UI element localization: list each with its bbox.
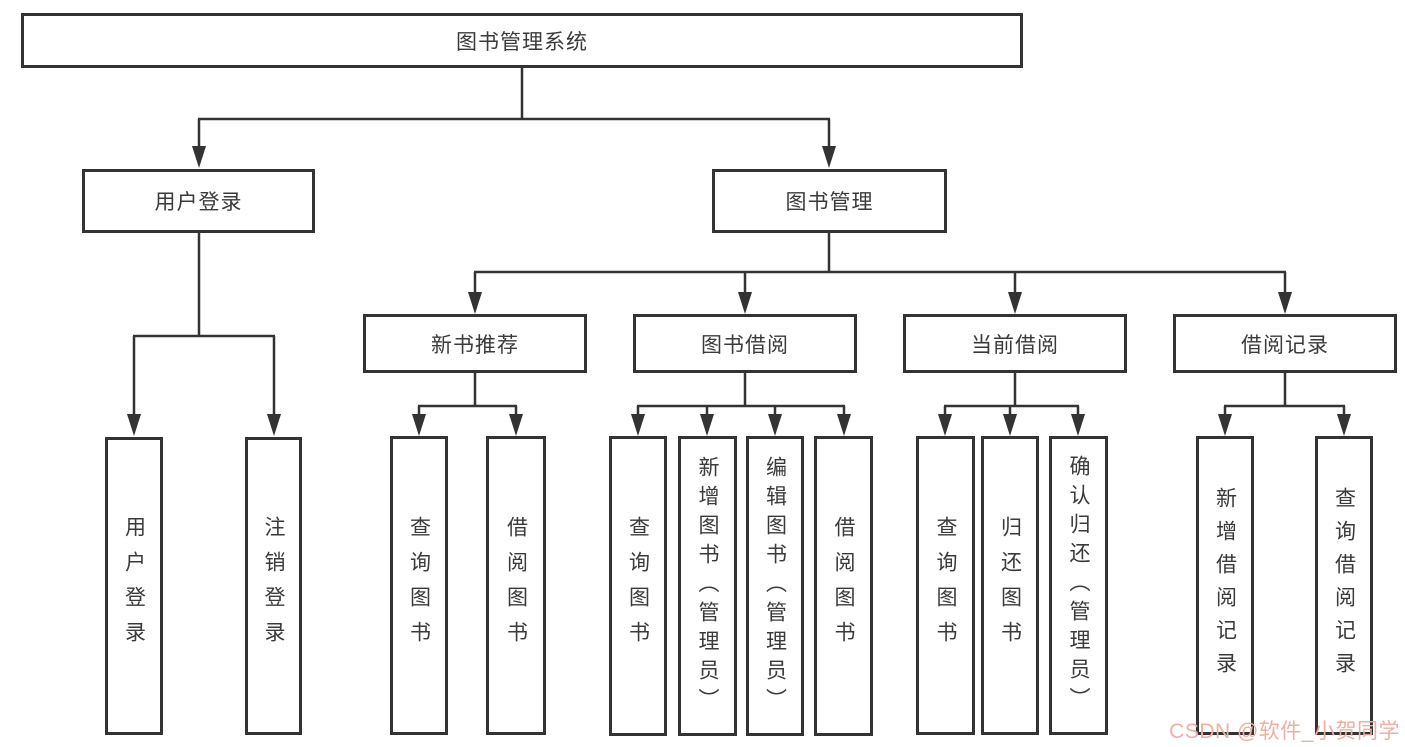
node-label: 新书推荐 [431,333,519,357]
arrowhead-icon [768,414,782,436]
leaf-current-confirm-return-admin: 确认归还（管理员） [1049,436,1108,735]
node-label: 当前借阅 [971,333,1059,357]
node-label: 图书借阅 [701,333,789,357]
leaf-records-add-record: 新增借阅记录 [1196,436,1254,735]
leaf-label: 新增图书（管理员） [696,455,719,717]
leaf-records-query-record: 查询借阅记录 [1315,436,1373,735]
arrowhead-icon [938,414,952,436]
connector-book-management-to-level3 [468,233,1292,314]
connector-new-book-recommend-to-leaves [412,373,523,436]
node-user-login: 用户登录 [82,169,315,233]
arrowhead-icon [1337,414,1351,436]
leaf-user-login: 用户登录 [105,437,163,735]
leaf-current-query-books: 查询图书 [916,436,975,735]
arrowhead-icon [1008,292,1022,314]
leaf-current-return-books: 归还图书 [981,436,1039,735]
node-current-borrowing: 当前借阅 [903,314,1127,373]
arrowhead-icon [192,146,206,168]
leaf-borrowing-query-books: 查询图书 [609,436,667,736]
csdn-watermark: CSDN @软件_小贺同学 [1169,720,1400,743]
arrowhead-icon [468,292,482,314]
arrowhead-icon [700,414,714,436]
leaf-label: 确认归还（管理员） [1067,455,1090,716]
arrowhead-icon [509,414,523,436]
arrowhead-icon [631,414,645,436]
connector-root-to-level2 [192,68,836,168]
connector-borrowing-records-to-leaves [1218,373,1351,436]
node-label: 图书管理系统 [456,30,588,54]
arrowhead-icon [738,292,752,314]
connector-book-borrowing-to-leaves [631,373,851,436]
arrowhead-icon [822,146,836,168]
leaf-label: 查询图书 [934,515,957,656]
leaf-label: 用户登录 [122,516,146,656]
node-label: 用户登录 [154,191,243,214]
arrowhead-icon [837,414,851,436]
arrowhead-icon [1003,414,1017,436]
arrowhead-icon [1278,292,1292,314]
node-label: 图书管理 [785,191,874,214]
leaf-logout-login: 注销登录 [245,437,302,735]
leaf-label: 借阅图书 [832,516,855,656]
leaf-borrowing-edit-books-admin: 编辑图书（管理员） [746,436,804,736]
connector-current-borrowing-to-leaves [938,373,1085,436]
leaf-label: 编辑图书（管理员） [763,455,787,717]
node-borrowing-records: 借阅记录 [1173,314,1397,373]
leaf-label: 新增借阅记录 [1213,486,1237,685]
node-new-book-recommend: 新书推荐 [363,314,587,373]
arrowhead-icon [267,414,281,436]
node-book-management: 图书管理 [712,169,947,233]
connector-user-login-to-leaves [127,233,281,436]
leaf-label: 注销登录 [262,516,285,656]
arrowhead-icon [127,414,141,436]
arrowhead-icon [1218,414,1232,436]
leaf-label: 查询图书 [626,516,650,656]
leaf-newbook-borrow-books: 借阅图书 [486,436,546,735]
leaf-label: 归还图书 [998,515,1022,656]
arrowhead-icon [1071,414,1085,436]
node-book-borrowing: 图书借阅 [633,314,857,373]
node-label: 借阅记录 [1241,333,1329,357]
leaf-label: 查询借阅记录 [1332,486,1356,685]
node-root: 图书管理系统 [21,13,1023,68]
leaf-borrowing-add-books-admin: 新增图书（管理员） [678,436,737,736]
leaf-borrowing-borrow-books: 借阅图书 [814,436,873,736]
leaf-label: 借阅图书 [504,515,528,656]
arrowhead-icon [412,414,426,436]
leaf-label: 查询图书 [407,515,431,656]
leaf-newbook-query-books: 查询图书 [390,436,448,735]
